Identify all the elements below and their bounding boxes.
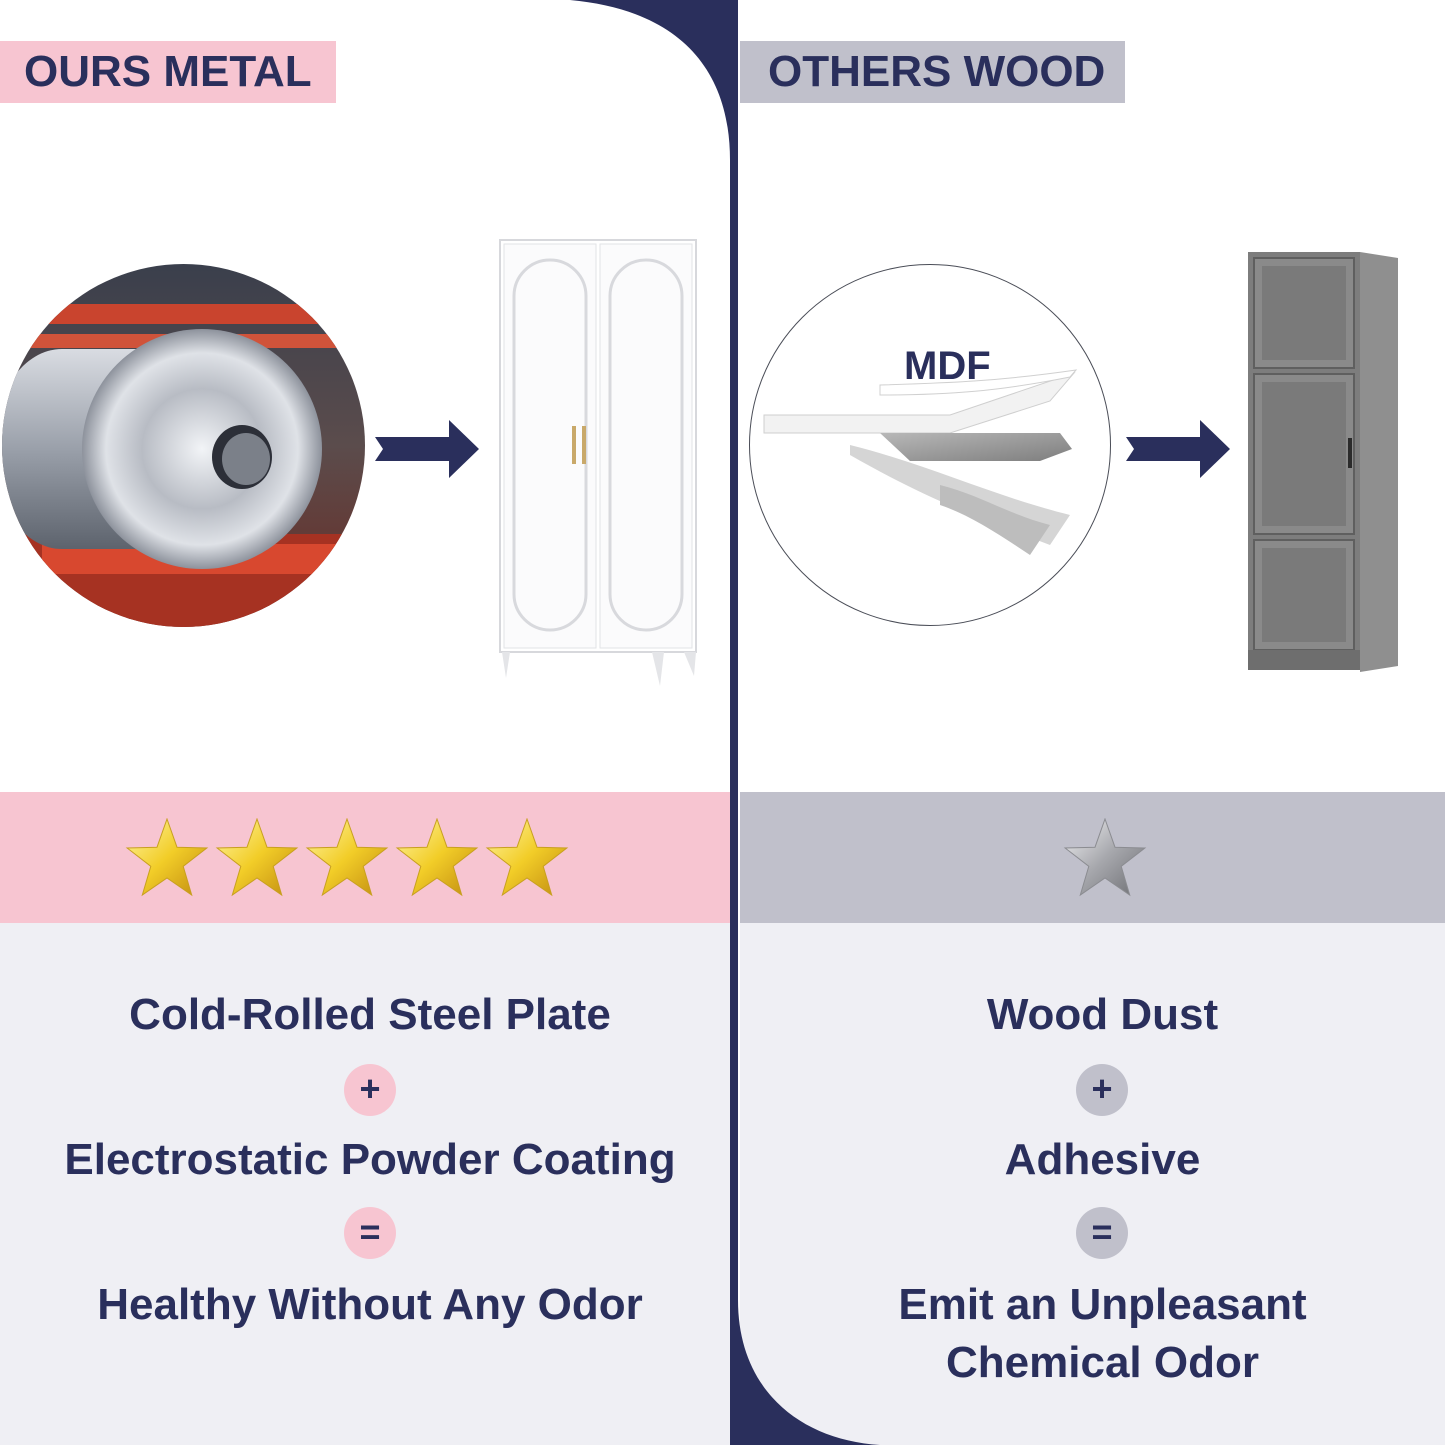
gray-wood-cabinet-image	[1248, 252, 1398, 672]
arrow-right-icon	[1126, 420, 1230, 478]
others-wood-tag: OTHERS WOOD	[740, 41, 1126, 103]
arrow-right-icon	[375, 420, 479, 478]
equals-icon: =	[1076, 1207, 1128, 1259]
left-line-3: Healthy Without Any Odor	[97, 1280, 643, 1329]
ours-metal-tag: OURS METAL	[0, 41, 336, 103]
mdf-board-image	[749, 264, 1111, 626]
right-description-panel	[740, 923, 1445, 1445]
mdf-label: MDF	[904, 344, 991, 388]
right-line-2: Adhesive	[1004, 1135, 1201, 1184]
gold-star-icon	[485, 817, 569, 897]
right-line-4: Chemical Odor	[946, 1338, 1259, 1387]
silver-star-icon	[1063, 817, 1147, 897]
plus-icon: +	[344, 1064, 396, 1116]
left-description-panel	[0, 923, 731, 1445]
gold-star-icon	[215, 817, 299, 897]
steel-coil-image	[2, 264, 365, 627]
center-divider	[570, 0, 880, 1445]
gold-star-icon	[395, 817, 479, 897]
equals-icon: =	[344, 1207, 396, 1259]
left-line-2: Electrostatic Powder Coating	[64, 1135, 676, 1184]
left-line-1: Cold-Rolled Steel Plate	[129, 990, 611, 1039]
gold-star-icon	[125, 817, 209, 897]
right-line-1: Wood Dust	[986, 990, 1219, 1039]
right-line-3: Emit an Unpleasant	[898, 1280, 1307, 1329]
gold-star-icon	[305, 817, 389, 897]
left-rating-stars	[124, 817, 570, 898]
right-rating-stars	[1062, 817, 1148, 898]
plus-icon: +	[1076, 1064, 1128, 1116]
white-cabinet-image	[499, 239, 697, 686]
